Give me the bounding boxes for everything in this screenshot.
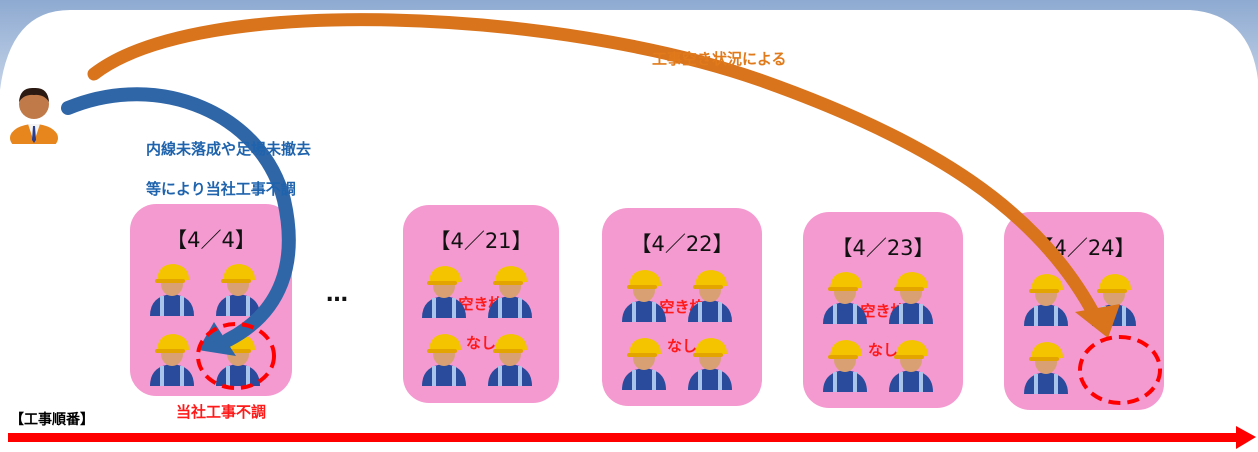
status-label: 空き枠: [860, 302, 906, 320]
status-label: 空き枠: [659, 298, 705, 316]
schedule-box-4-21: 【4／21】 空き枠 なし: [403, 205, 559, 403]
date-label: 【4／21】: [429, 229, 533, 253]
order-label: 【工事順番】: [10, 412, 94, 428]
date-label: 【4／22】: [630, 232, 734, 256]
date-label: 【4／23】: [831, 236, 935, 260]
ellipsis: …: [326, 282, 350, 307]
status-label: 空き枠: [458, 295, 504, 313]
date-label: 【4／24】: [1032, 236, 1136, 260]
fail-label: 当社工事不調: [176, 403, 267, 421]
side-label-line1: 内線未落成や足場未撤去: [146, 140, 312, 158]
schedule-box-4-22: 【4／22】 空き枠 なし: [602, 208, 762, 406]
schedule-box-4-24: 【4／24】: [1004, 212, 1164, 410]
person-icon: [10, 87, 58, 144]
status-label: なし: [666, 337, 697, 355]
side-label-line2: 等により当社工事不調: [146, 180, 296, 198]
schedule-box-4-23: 【4／23】 空き枠 なし: [803, 212, 963, 408]
status-label: なし: [867, 341, 898, 359]
top-arrow-label: 工事空き状況による: [652, 50, 787, 68]
date-label: 【4／4】: [166, 228, 256, 252]
schedule-box-4-4: 【4／4】: [130, 204, 292, 396]
status-label: なし: [465, 334, 496, 352]
